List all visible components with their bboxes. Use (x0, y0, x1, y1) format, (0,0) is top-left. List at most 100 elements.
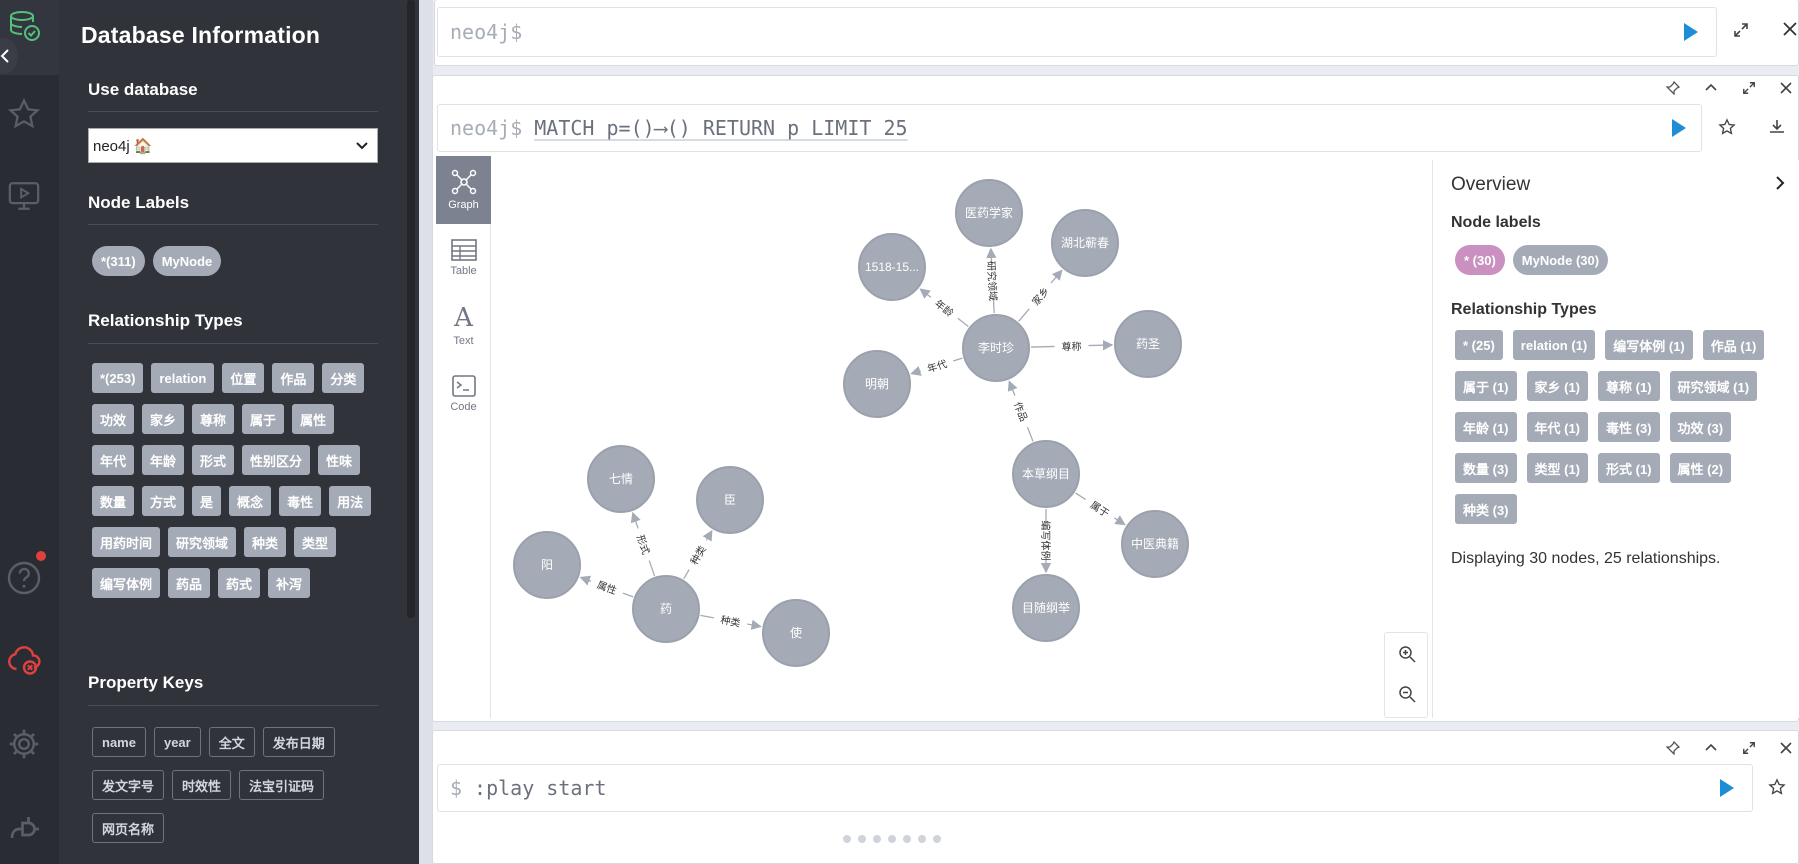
star-icon[interactable] (1718, 118, 1736, 136)
database-icon[interactable] (4, 6, 44, 46)
relationship-type-chip[interactable]: 作品 (272, 363, 315, 393)
chevron-up-icon[interactable] (1704, 81, 1718, 95)
fullscreen-icon[interactable] (1742, 81, 1756, 95)
carousel-dot[interactable] (903, 835, 911, 843)
relationship-type-chip[interactable]: *(253) (92, 363, 144, 393)
database-select[interactable]: neo4j 🏠 (88, 128, 378, 163)
relationship-edge[interactable]: 种类 (683, 529, 713, 580)
plug-icon[interactable] (4, 806, 44, 846)
node-circle[interactable] (955, 179, 1023, 247)
relationship-type-chip[interactable]: 形式 (1) (1598, 453, 1660, 483)
graph-node[interactable]: 1518-15... (858, 233, 926, 301)
relationship-type-chip[interactable]: 概念 (229, 486, 272, 516)
relationship-type-chip[interactable]: 数量 (92, 486, 135, 516)
main-scrollbar[interactable] (419, 0, 433, 864)
relationship-type-chip[interactable]: 毒性 (279, 486, 322, 516)
relationship-type-chip[interactable]: 补泻 (268, 568, 311, 598)
relationship-type-chip[interactable]: 功效 (3) (1669, 412, 1732, 442)
relationship-type-chip[interactable]: 编写体例 (92, 568, 161, 598)
fullscreen-icon[interactable] (1742, 741, 1756, 755)
relationship-type-chip[interactable]: 类型 (1) (1526, 453, 1589, 483)
relationship-type-chip[interactable]: 属于 (242, 404, 285, 434)
relationship-type-chip[interactable]: 编写体例 (1) (1605, 330, 1693, 360)
relationship-type-chip[interactable]: 研究领域 (1) (1669, 371, 1758, 401)
graph-node[interactable]: 使 (762, 599, 830, 667)
tab-table[interactable]: Table (436, 224, 491, 292)
relationship-edge[interactable]: 尊称 (1030, 339, 1114, 354)
property-key-chip[interactable]: 全文 (208, 727, 255, 757)
chevron-up-icon[interactable] (1704, 741, 1718, 755)
property-key-chip[interactable]: 发布日期 (262, 727, 335, 757)
carousel-dot[interactable] (873, 835, 881, 843)
relationship-type-chip[interactable]: relation (151, 363, 215, 393)
relationship-type-chip[interactable]: 年代 (1) (1526, 412, 1589, 442)
pin-icon[interactable] (1666, 741, 1680, 755)
relationship-type-chip[interactable]: 方式 (142, 486, 185, 516)
node-label-chip[interactable]: *(311) (92, 246, 145, 276)
relationship-type-chip[interactable]: 毒性 (3) (1598, 412, 1660, 442)
close-icon[interactable] (1781, 20, 1799, 38)
relationship-type-chip[interactable]: 类型 (294, 527, 337, 557)
graph-node[interactable]: 药 (632, 575, 700, 643)
tab-text[interactable]: A Text (436, 292, 491, 360)
graph-node[interactable]: 臣 (696, 466, 764, 534)
node-circle[interactable] (1121, 510, 1189, 578)
relationship-type-chip[interactable]: 功效 (92, 404, 135, 434)
property-key-chip[interactable]: 时效性 (172, 770, 232, 800)
relationship-type-chip[interactable]: 年龄 (1) (1455, 412, 1517, 442)
carousel-dots[interactable] (843, 835, 948, 843)
close-icon[interactable] (1779, 741, 1793, 755)
relationship-edge[interactable]: 作品 (1007, 380, 1034, 442)
node-circle[interactable] (1012, 574, 1080, 642)
graph-node[interactable]: 医药学家 (955, 179, 1023, 247)
relationship-type-chip[interactable]: 数量 (3) (1455, 453, 1517, 483)
graph-node[interactable]: 阳 (513, 531, 581, 599)
carousel-dot[interactable] (858, 835, 866, 843)
collapse-drawer-button[interactable] (0, 38, 18, 74)
node-circle[interactable] (1012, 440, 1080, 508)
property-key-chip[interactable]: 网页名称 (92, 813, 165, 843)
node-label-chip[interactable]: MyNode (30) (1512, 245, 1609, 275)
node-circle[interactable] (858, 233, 926, 301)
relationship-edge[interactable]: 种类 (700, 611, 762, 630)
graph-node[interactable]: 目随纲举 (1012, 574, 1080, 642)
relationship-type-chip[interactable]: 药式 (218, 568, 261, 598)
node-circle[interactable] (1051, 209, 1119, 277)
download-icon[interactable] (1768, 118, 1786, 136)
relationship-type-chip[interactable]: 药品 (168, 568, 211, 598)
relationship-type-chip[interactable]: 分类 (322, 363, 365, 393)
node-circle[interactable] (587, 445, 655, 513)
relationship-edge[interactable]: 年龄 (919, 288, 969, 328)
run-query-button[interactable] (1684, 23, 1698, 41)
star-icon[interactable] (4, 94, 44, 134)
property-key-chip[interactable]: name (92, 727, 146, 757)
graph-node[interactable]: 中医典籍 (1121, 510, 1189, 578)
node-label-chip[interactable]: MyNode (152, 246, 222, 276)
relationship-edge[interactable]: 家乡 (1018, 269, 1063, 322)
graph-node[interactable]: 湖北蕲春 (1051, 209, 1119, 277)
rerun-query-button[interactable] (1672, 119, 1686, 137)
relationship-type-chip[interactable]: 年龄 (142, 445, 185, 475)
relationship-type-chip[interactable]: 尊称 (192, 404, 235, 434)
gear-icon[interactable] (4, 724, 44, 764)
relationship-type-chip[interactable]: 属于 (1) (1455, 371, 1517, 401)
star-icon[interactable] (1768, 778, 1786, 796)
property-key-chip[interactable]: 发文字号 (92, 770, 165, 800)
result-query-editor[interactable]: neo4j$ MATCH p=()⟶() RETURN p LIMIT 25 (437, 104, 1702, 152)
relationship-type-chip[interactable]: 性味 (318, 445, 361, 475)
main-editor[interactable]: neo4j$ (437, 7, 1717, 57)
relationship-edge[interactable]: 属于 (1075, 492, 1126, 526)
tab-code[interactable]: Code (436, 360, 491, 428)
relationship-type-chip[interactable]: 是 (192, 486, 222, 516)
relationship-type-chip[interactable]: relation (1) (1512, 330, 1596, 360)
relationship-type-chip[interactable]: 属性 (292, 404, 335, 434)
property-key-chip[interactable]: 法宝引证码 (239, 770, 325, 800)
graph-visualization[interactable]: 研究领域家乡年龄尊称年代作品属于编写体例形式种类属性种类 医药学家湖北蕲春151… (492, 156, 1432, 718)
zoom-in-icon[interactable] (1398, 645, 1416, 663)
carousel-dot[interactable] (888, 835, 896, 843)
relationship-edge[interactable]: 研究领域 (984, 247, 1000, 314)
relationship-type-chip[interactable]: 年代 (92, 445, 135, 475)
relationship-type-chip[interactable]: 属性 (2) (1669, 453, 1732, 483)
cloud-disconnected-icon[interactable] (4, 640, 44, 680)
relationship-type-chip[interactable]: 性别区分 (242, 445, 311, 475)
